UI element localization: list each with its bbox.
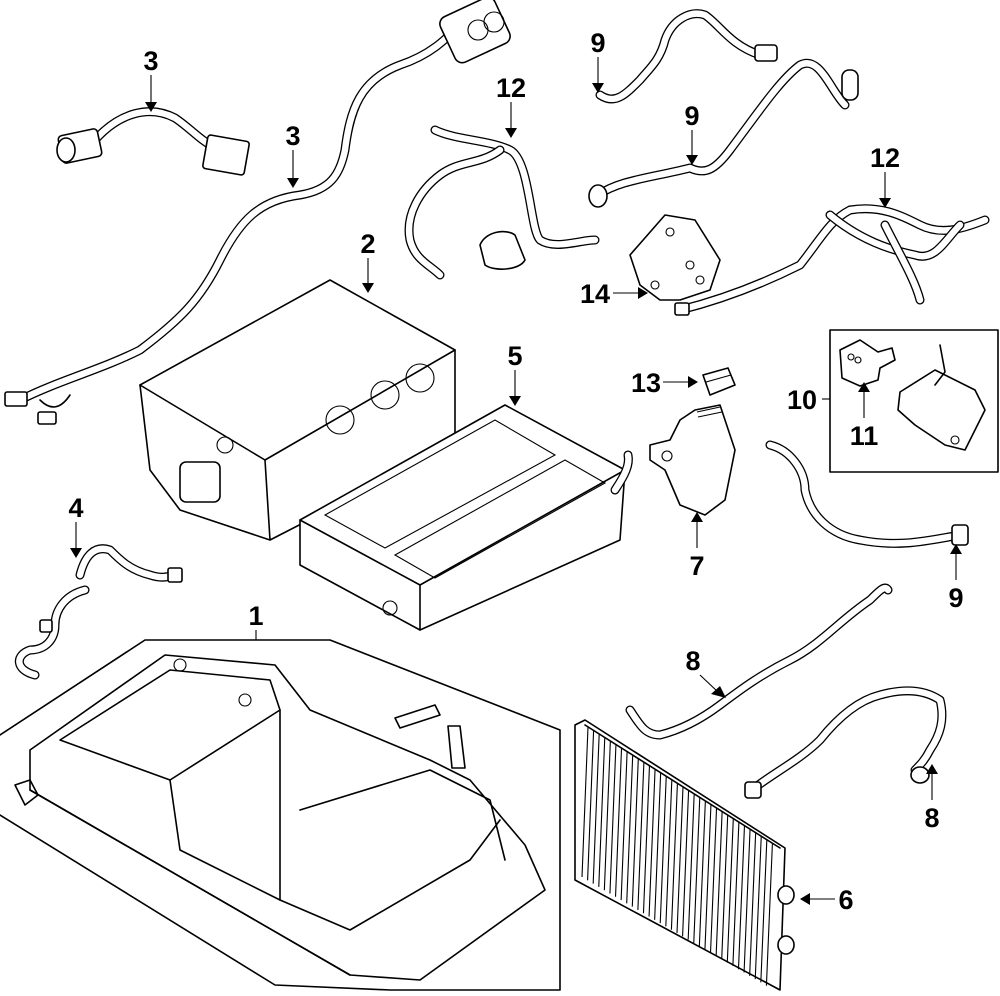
radiator-fin bbox=[631, 758, 639, 907]
radiator-fin bbox=[732, 822, 740, 966]
radiator-6[interactable] bbox=[574, 719, 795, 991]
radiator-fin bbox=[587, 730, 595, 881]
radiator-fin bbox=[670, 783, 678, 930]
battery-pack-1[interactable] bbox=[0, 639, 561, 991]
radiator-fin bbox=[709, 808, 718, 953]
radiator-fin bbox=[642, 765, 651, 914]
radiator-fin bbox=[760, 839, 768, 983]
reservoir-cap-13[interactable] bbox=[702, 367, 736, 396]
callout-11: 11 bbox=[850, 421, 879, 451]
hose-12-upper[interactable] bbox=[404, 125, 600, 280]
radiator-fin bbox=[737, 825, 746, 970]
converter-5[interactable] bbox=[299, 404, 633, 631]
radiator-fin bbox=[721, 815, 729, 960]
radiator-fin bbox=[592, 734, 600, 884]
callout-12a: 12 bbox=[496, 73, 526, 103]
radiator-fin bbox=[609, 744, 617, 894]
radiator-fin bbox=[682, 790, 690, 937]
callout-10: 10 bbox=[787, 385, 817, 415]
radiator-fin bbox=[620, 751, 628, 901]
hose-9-right[interactable] bbox=[765, 440, 969, 548]
hose-9-top[interactable] bbox=[595, 9, 778, 104]
radiator-fin bbox=[665, 779, 673, 927]
radiator-fin bbox=[749, 832, 757, 976]
radiator-fin bbox=[637, 762, 645, 910]
harness-3-long[interactable] bbox=[4, 0, 513, 425]
callout-8a: 8 bbox=[685, 646, 700, 676]
callout-12b: 12 bbox=[870, 143, 900, 173]
radiator-fin bbox=[754, 836, 762, 980]
radiator-fin bbox=[726, 818, 734, 963]
hose-8-lower[interactable] bbox=[744, 686, 947, 799]
callout-3b: 3 bbox=[285, 121, 300, 151]
callout-5: 5 bbox=[507, 341, 522, 371]
radiator-fin bbox=[581, 726, 589, 878]
callout-4: 4 bbox=[68, 493, 83, 523]
radiator-fin bbox=[648, 769, 656, 917]
callout-9a: 9 bbox=[590, 28, 605, 58]
hose-12-right[interactable] bbox=[674, 204, 990, 316]
radiator-fin bbox=[698, 801, 706, 947]
callout-2: 2 bbox=[360, 229, 375, 259]
callout-1: 1 bbox=[248, 601, 263, 631]
hose-9-middle[interactable] bbox=[588, 58, 859, 208]
radiator-fin bbox=[676, 786, 684, 934]
bracket-14[interactable] bbox=[629, 214, 721, 301]
radiator-fin bbox=[626, 755, 634, 904]
radiator-fin bbox=[603, 741, 611, 891]
radiator-fin bbox=[765, 843, 773, 986]
radiator-fin bbox=[693, 797, 701, 943]
inverter-2[interactable] bbox=[139, 279, 456, 541]
radiator-fin bbox=[743, 829, 751, 973]
hose-8-upper[interactable] bbox=[625, 583, 893, 740]
callout-8b: 8 bbox=[924, 803, 939, 833]
harness-3-short[interactable] bbox=[56, 107, 250, 176]
callout-14: 14 bbox=[580, 279, 610, 309]
radiator-fin bbox=[598, 737, 606, 887]
radiator-fin bbox=[715, 811, 723, 957]
radiator-fin bbox=[659, 776, 667, 924]
callout-9b: 9 bbox=[684, 101, 699, 131]
coolant-reservoir-7[interactable] bbox=[649, 404, 736, 516]
callout-6: 6 bbox=[838, 885, 853, 915]
pump-group-10-box bbox=[829, 329, 999, 473]
radiator-fin bbox=[654, 772, 662, 920]
callout-labels: 3 3 2 12 9 9 12 14 5 13 10 11 7 9 4 1 8 … bbox=[68, 28, 963, 915]
callout-13: 13 bbox=[631, 368, 661, 398]
callout-3a: 3 bbox=[143, 46, 158, 76]
radiator-fin bbox=[614, 748, 623, 897]
harness-4[interactable] bbox=[14, 544, 183, 680]
radiator-fin bbox=[704, 804, 712, 950]
radiator-fin bbox=[687, 794, 695, 940]
callout-7: 7 bbox=[689, 551, 704, 581]
callout-leaders bbox=[70, 57, 962, 905]
callout-9c: 9 bbox=[948, 583, 963, 613]
